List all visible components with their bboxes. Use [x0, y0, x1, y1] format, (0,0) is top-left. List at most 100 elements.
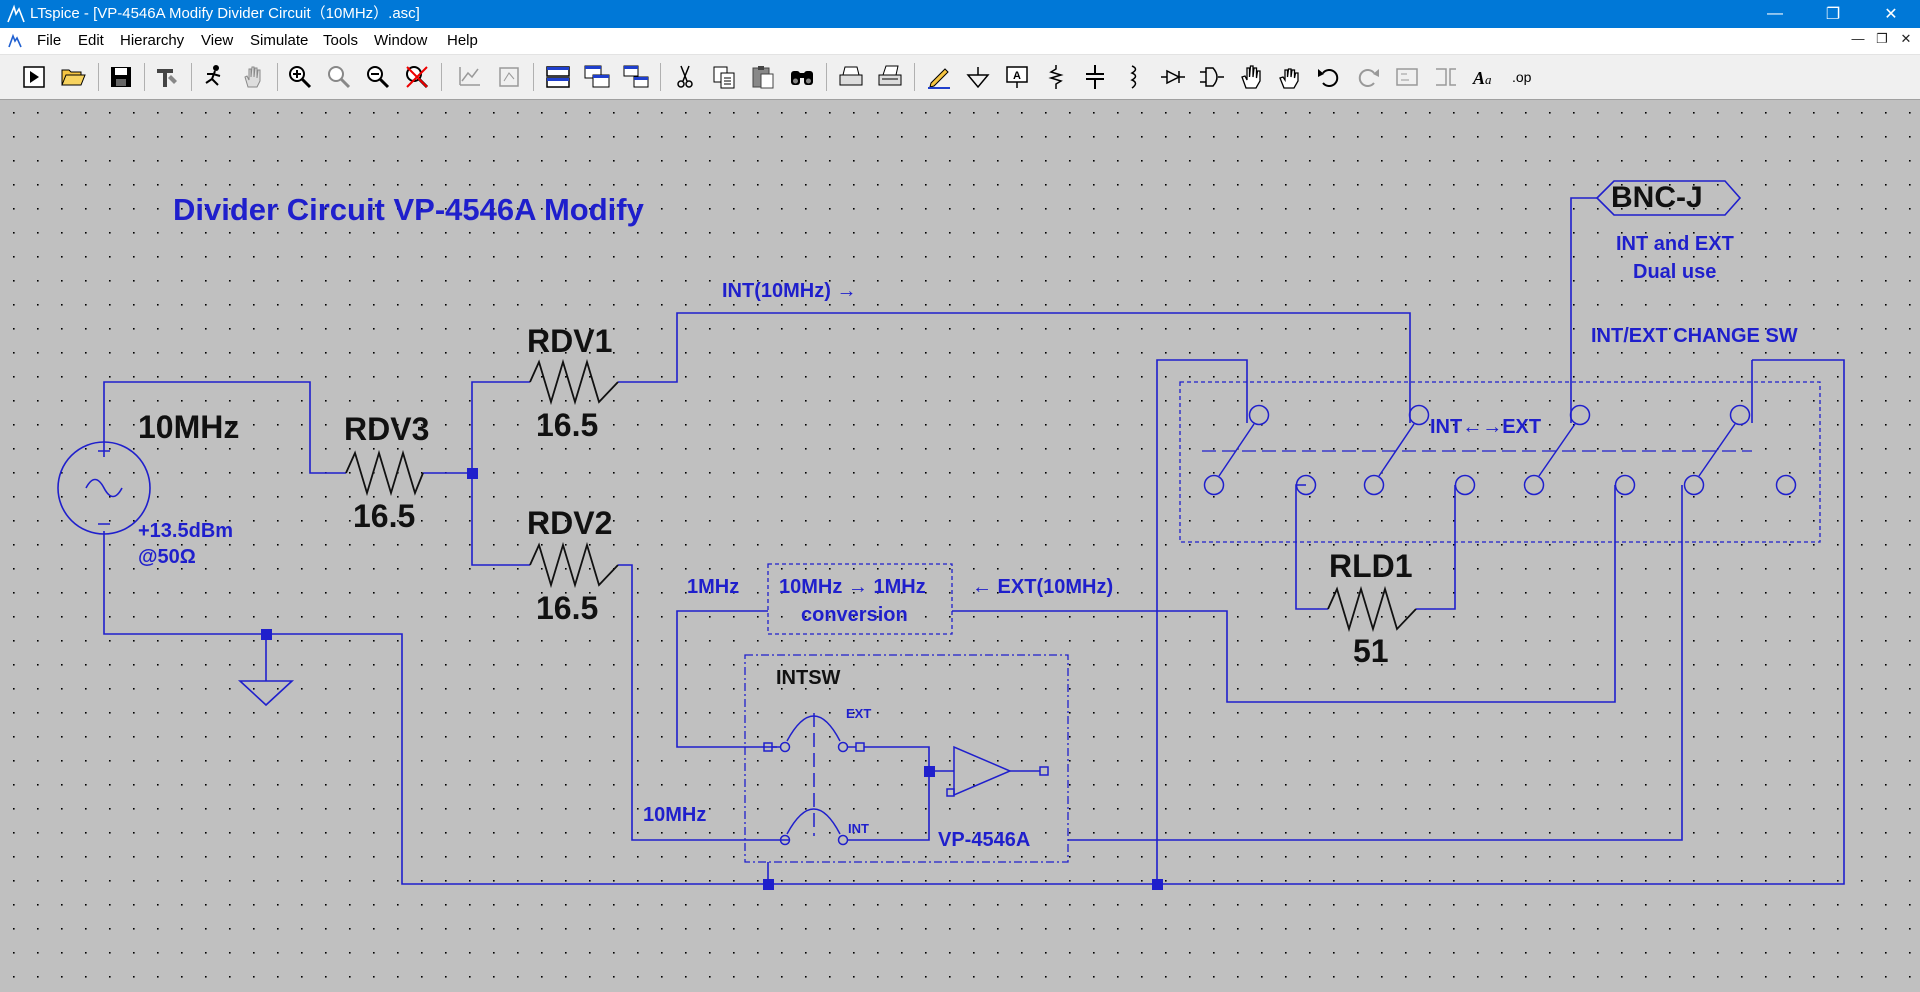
source-name-label[interactable]: 10MHz — [138, 409, 240, 445]
amplifier-symbol[interactable] — [946, 745, 1049, 797]
vp4546a-label[interactable]: VP-4546A — [938, 829, 1031, 851]
int-10mhz-label[interactable]: INT(10MHz) → — [722, 280, 857, 302]
menu-window[interactable]: Window — [374, 32, 428, 49]
menu-hierarchy[interactable]: Hierarchy — [120, 32, 185, 49]
rdv2-value-label[interactable]: 16.5 — [536, 590, 599, 626]
wire-1mhz[interactable] — [676, 610, 777, 748]
find-button[interactable] — [785, 61, 819, 93]
intsw-label[interactable]: INTSW — [776, 667, 841, 689]
change-switch-box[interactable] — [1179, 381, 1821, 543]
wire-vp-out[interactable] — [1068, 485, 1683, 841]
ground-button[interactable] — [961, 61, 995, 93]
intsw-ext-tag[interactable]: EXT — [846, 706, 872, 721]
rdv3-name-label[interactable]: RDV3 — [344, 411, 430, 447]
zoom-cancel-button[interactable] — [400, 61, 434, 93]
rdv3-value-label[interactable]: 16.5 — [353, 498, 416, 534]
schematic-canvas[interactable]: Divider Circuit VP-4546A Modify 10MHz +1… — [2, 101, 1918, 992]
menu-edit[interactable]: Edit — [78, 32, 104, 49]
open-button[interactable] — [56, 61, 90, 93]
draw-wire-button[interactable] — [922, 61, 956, 93]
zoom-area-button[interactable] — [322, 61, 356, 93]
paste-button[interactable] — [746, 61, 780, 93]
print-setup-button[interactable] — [834, 61, 868, 93]
bnc-label[interactable]: BNC-J — [1611, 181, 1703, 214]
mdi-restore-button[interactable]: ❐ — [1876, 31, 1888, 46]
rdv2-name-label[interactable]: RDV2 — [527, 505, 613, 541]
bnc-note-line2[interactable]: Dual use — [1633, 261, 1717, 283]
zoom-out-button[interactable] — [361, 61, 395, 93]
zoom-full-button[interactable] — [492, 61, 526, 93]
rld1-name-label[interactable]: RLD1 — [1329, 548, 1413, 584]
conversion-box[interactable] — [767, 563, 953, 635]
undo-button[interactable] — [1312, 61, 1346, 93]
control-panel-button[interactable] — [150, 61, 184, 93]
ext-10mhz-label[interactable]: ← EXT(10MHz) — [972, 576, 1114, 598]
wire-node-rdv2[interactable] — [471, 513, 530, 566]
label-net-button[interactable]: A — [1000, 61, 1034, 93]
inductor-button[interactable] — [1117, 61, 1151, 93]
menu-file[interactable]: File — [37, 32, 62, 49]
wire-int-10mhz[interactable] — [618, 312, 1411, 423]
halt-button[interactable] — [197, 61, 231, 93]
zoom-in-button[interactable] — [283, 61, 317, 93]
spice-directive-button[interactable]: .op — [1507, 61, 1541, 93]
component-button[interactable] — [1195, 61, 1229, 93]
wire-bnc[interactable] — [1570, 197, 1597, 423]
wire-rld1-right[interactable] — [1416, 485, 1456, 610]
run-button[interactable] — [17, 61, 51, 93]
move-button[interactable] — [1234, 61, 1268, 93]
drag-button[interactable] — [1273, 61, 1307, 93]
save-button[interactable] — [104, 61, 138, 93]
copy-button[interactable] — [707, 61, 741, 93]
capacitor-button[interactable] — [1078, 61, 1112, 93]
conversion-line1-label[interactable]: 10MHz → 1MHz — [779, 576, 926, 598]
mirror-button[interactable] — [1429, 61, 1463, 93]
change-switch-contacts[interactable] — [1203, 404, 1797, 496]
autorange-button[interactable] — [453, 61, 487, 93]
menu-help[interactable]: Help — [447, 32, 478, 49]
intsw-symbol[interactable] — [763, 713, 865, 846]
minimize-button[interactable]: — — [1767, 5, 1783, 22]
mdi-close-button[interactable]: ✕ — [1900, 31, 1912, 46]
document-icon[interactable] — [6, 32, 24, 50]
rld1-symbol[interactable] — [1327, 585, 1417, 633]
conversion-line2-label[interactable]: conversion — [801, 604, 908, 626]
rotate-button[interactable] — [1390, 61, 1424, 93]
menu-tools[interactable]: Tools — [323, 32, 359, 49]
voltage-source-symbol[interactable] — [57, 441, 151, 535]
cascade-button[interactable] — [580, 61, 614, 93]
tile-vertical-button[interactable] — [619, 61, 653, 93]
tile-horizontal-button[interactable] — [541, 61, 575, 93]
change-switch-label[interactable]: INT/EXT CHANGE SW — [1591, 325, 1798, 347]
schematic-title[interactable]: Divider Circuit VP-4546A Modify — [173, 192, 644, 227]
wire-switch-common-left[interactable] — [1156, 359, 1248, 884]
int-ext-label[interactable]: INT←→EXT — [1430, 416, 1542, 438]
wire-source-top[interactable] — [103, 381, 346, 474]
menu-simulate[interactable]: Simulate — [250, 32, 309, 49]
mdi-minimize-button[interactable]: — — [1851, 31, 1865, 46]
rld1-value-label[interactable]: 51 — [1353, 633, 1389, 669]
vp4546a-box[interactable] — [744, 654, 1069, 863]
pan-button[interactable] — [236, 61, 270, 93]
1mhz-label[interactable]: 1MHz — [687, 576, 740, 598]
wire-rdv2-intsw[interactable] — [618, 564, 789, 841]
print-button[interactable] — [873, 61, 907, 93]
menu-view[interactable]: View — [201, 32, 234, 49]
resistor-button[interactable] — [1039, 61, 1073, 93]
intsw-int-tag[interactable]: INT — [848, 821, 869, 836]
wire-intsw-ext-out[interactable] — [864, 746, 930, 771]
restore-button[interactable]: ❐ — [1825, 6, 1841, 23]
wire-ext-10mhz[interactable] — [952, 485, 1616, 703]
10mhz-input-label[interactable]: 10MHz — [643, 804, 707, 826]
bnc-connector-symbol[interactable] — [1595, 180, 1742, 216]
rdv3-symbol[interactable] — [345, 449, 424, 497]
wire-intsw-int-out[interactable] — [852, 771, 930, 841]
source-value-line1[interactable]: +13.5dBm — [138, 520, 234, 542]
bnc-note-line1[interactable]: INT and EXT — [1616, 233, 1734, 255]
diode-button[interactable] — [1156, 61, 1190, 93]
source-value-line2[interactable]: @50Ω — [138, 546, 196, 568]
close-button[interactable]: ✕ — [1884, 6, 1898, 23]
rdv2-symbol[interactable] — [529, 541, 619, 589]
rdv1-symbol[interactable] — [529, 358, 619, 406]
